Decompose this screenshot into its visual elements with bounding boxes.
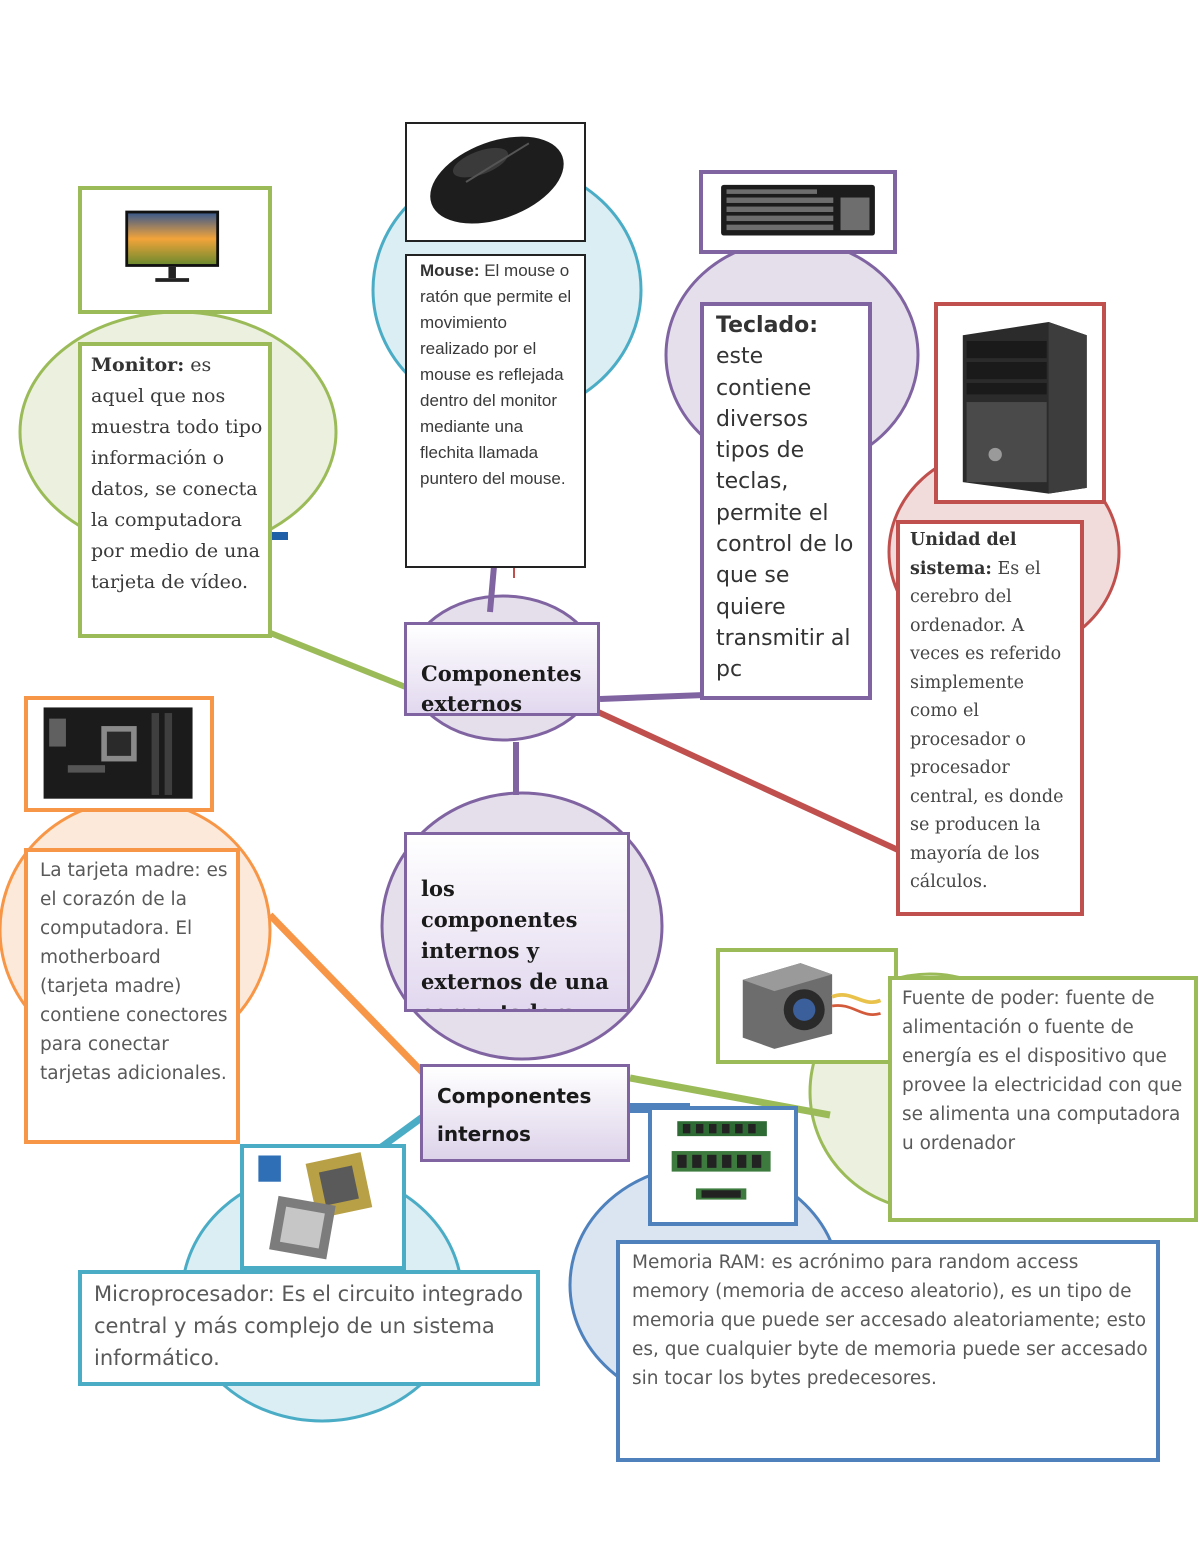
monitor-connector [266,629,410,691]
hub-componentes-internos: Componentes internos [420,1064,630,1162]
cpu-text-box [78,1270,540,1386]
keyboard-description: Teclado: este contiene diversos tipos de… [704,306,868,696]
power-supply-icon [742,963,882,1049]
center-title-box: los componentes internos y externos de u… [404,832,630,1012]
monitor-text: es aquel que nos muestra todo tipo infor… [91,354,263,593]
keyboard-term: Teclado: [716,313,819,338]
mouse-term: Mouse: [420,261,480,280]
tower-connector [570,697,900,853]
mouse-description: Mouse: El mouse o ratón que permite el m… [407,256,584,564]
hub-externos-label: Componentes externos [421,661,582,716]
keyboard-icon [721,184,875,236]
power-supply-image-box [716,948,898,1064]
keyboard-text-box [700,302,872,700]
system-unit-text: Es el cerebro del ordenador. A veces es … [910,558,1064,893]
mouse-icon [430,136,564,224]
monitor-text-box [78,342,272,638]
mouse-text-box [405,254,586,568]
motherboard-text-box [24,848,240,1144]
hub-internos-label: Componentes internos [437,1084,592,1146]
power-supply-text: Fuente de poder: fuente de alimentación … [902,988,1183,1154]
hub-componentes-externos: Componentes externos [404,622,600,716]
mouse-image-box [405,122,586,242]
motherboard-text: La tarjeta madre: es el corazón de la co… [40,860,228,1084]
cpu-image-box [240,1144,406,1270]
mouse-text: El mouse o ratón que permite el movimien… [420,261,572,488]
power-supply-text-box [888,976,1198,1222]
motherboard-icon [43,707,193,799]
pc-tower-icon [962,321,1087,494]
monitor-image-box [78,186,272,314]
keyboard-image-box [699,170,897,254]
cpu-icon [258,1152,373,1260]
cpu-text: Microprocesador: Es el circuito integrad… [94,1282,523,1370]
motherboard-description: La tarjeta madre: es el corazón de la co… [28,852,236,1140]
monitor-handle [268,532,288,540]
ram-text: Memoria RAM: es acrónimo para random acc… [632,1252,1148,1389]
ram-text-box [616,1240,1160,1462]
cpu-connector [377,1113,427,1151]
ram-description: Memoria RAM: es acrónimo para random acc… [620,1244,1156,1458]
cpu-description: Microprocesador: Es el circuito integrad… [82,1274,536,1382]
monitor-icon [125,210,220,282]
center-title: los componentes internos y externos de u… [421,876,609,1009]
system-unit-text-box [896,520,1084,916]
mouse-connector [487,565,497,613]
monitor-description: Monitor: es aquel que nos muestra todo t… [82,348,268,634]
system-unit-term: Unidad del sistema: [910,530,1017,579]
system-unit-description: Unidad del sistema: Es el cerebro del or… [900,524,1080,912]
keyboard-connector [599,692,706,702]
ram-image-box [648,1106,798,1226]
monitor-term: Monitor: [91,354,185,376]
motherboard-connector [267,912,431,1081]
ram-icon [671,1121,771,1200]
motherboard-image-box [24,696,214,812]
keyboard-text: este contiene diversos tipos de teclas, … [716,344,854,683]
power-supply-description: Fuente de poder: fuente de alimentación … [892,980,1194,1218]
pc-tower-image-box [934,302,1106,504]
